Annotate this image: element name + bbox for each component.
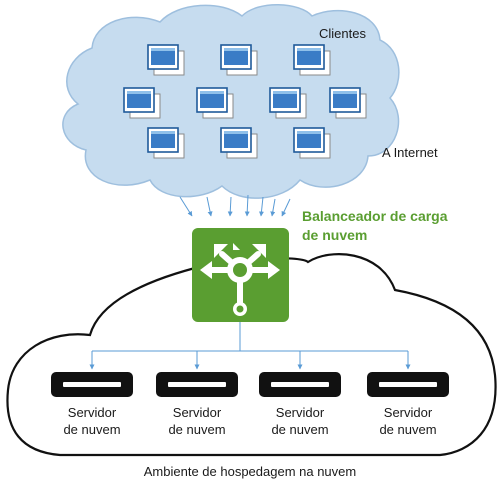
server-label: Servidor de nuvem xyxy=(358,404,458,438)
distribution-lines xyxy=(92,322,408,352)
server-label-line1: Servidor xyxy=(172,405,222,420)
internet-label: A Internet xyxy=(382,145,438,160)
server-label-line1: Servidor xyxy=(67,405,117,420)
server-icon xyxy=(156,372,238,397)
server-label-line2: de nuvem xyxy=(379,422,437,437)
clients-label: Clientes xyxy=(319,26,366,41)
server-label-line2: de nuvem xyxy=(271,422,329,437)
server-icon xyxy=(367,372,449,397)
server-icon xyxy=(51,372,133,397)
load-balancer-icon xyxy=(192,228,289,322)
server-label-line1: Servidor xyxy=(275,405,325,420)
load-balancer-label: Balanceador de carga de nuvem xyxy=(302,207,448,245)
server-label: Servidor de nuvem xyxy=(147,404,247,438)
server-arrows xyxy=(89,351,411,370)
server-icon xyxy=(259,372,341,397)
server-label-line2: de nuvem xyxy=(168,422,226,437)
load-balancer-label-line1: Balanceador de carga xyxy=(302,208,448,224)
server-label-line2: de nuvem xyxy=(63,422,121,437)
server-label: Servidor de nuvem xyxy=(250,404,350,438)
hosting-environment-label: Ambiente de hospedagem na nuvem xyxy=(143,464,357,479)
incoming-traffic-arrows xyxy=(179,194,291,217)
load-balancer-label-line2: de nuvem xyxy=(302,227,368,243)
server-label: Servidor de nuvem xyxy=(42,404,142,438)
server-label-line1: Servidor xyxy=(383,405,433,420)
hosting-environment-cloud xyxy=(6,253,497,457)
